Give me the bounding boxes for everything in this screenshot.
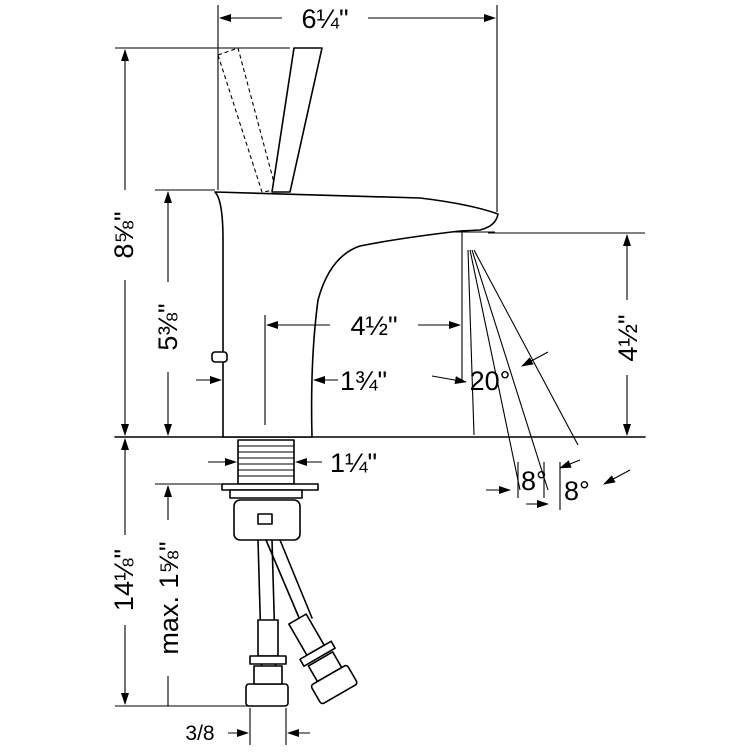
dimension-labels: 6¼" 8⅝" 5⅜" 4½" 4½" 1¾" 1¼" 20° 8° 8° 14… [109, 4, 643, 745]
popup-knob [211, 351, 228, 363]
supply-hose-right [265, 539, 301, 621]
label-spray-spread-b: 8° [564, 476, 590, 506]
label-overall-width: 6¼" [301, 4, 348, 34]
dimension-lines [115, 5, 645, 745]
label-shank-diameter: 1¼" [330, 448, 377, 478]
label-max-deck-thickness: max. 1⅝" [154, 541, 184, 654]
label-outlet-height: 4½" [613, 314, 643, 361]
label-spout-height: 5⅜" [153, 303, 183, 350]
label-spray-angle: 20° [470, 366, 511, 396]
faucet-spout [214, 191, 499, 438]
label-spout-reach: 4½" [350, 311, 397, 341]
faucet-body [114, 47, 646, 707]
mounting-plate [221, 483, 319, 491]
mounting-washer [229, 489, 303, 499]
hose-fitting-right [310, 664, 358, 705]
threaded-shank [237, 439, 295, 485]
hose-fitting-left [245, 683, 289, 707]
label-overall-height: 8⅝" [109, 211, 139, 258]
label-below-deck: 14⅛" [109, 549, 139, 611]
label-supply-connection: 3/8 [185, 722, 214, 745]
label-body-offset: 1¾" [340, 366, 387, 396]
handle-lever [271, 47, 323, 193]
label-spray-spread-a: 8° [521, 466, 547, 496]
handle-ghost [217, 47, 277, 193]
